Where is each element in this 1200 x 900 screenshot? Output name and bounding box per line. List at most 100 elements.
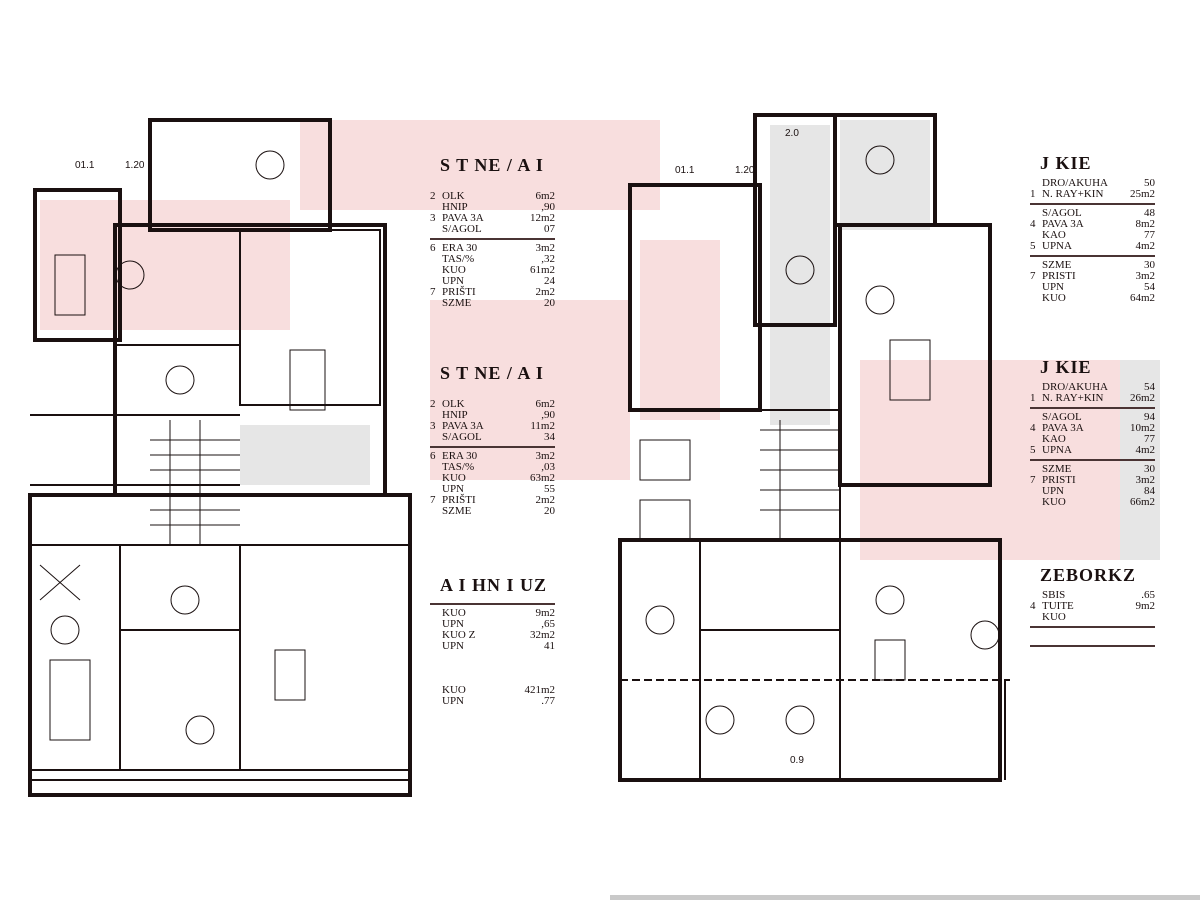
dimension-label: 01.1 [75,160,95,171]
room-name: PRISTI [1042,270,1076,282]
table-rule [1030,645,1155,647]
room-name: UPN [442,695,465,707]
room-area: ,03 [541,461,555,473]
table-title: J KIE [1040,357,1092,377]
table-title: S T NE / A I [440,155,544,175]
room-number: 5 [1030,444,1036,456]
dimension-label: 01.1 [675,165,695,176]
table-rule [430,238,555,240]
dimension-label: 0.9 [790,755,804,766]
room-area: 54 [1144,281,1155,293]
room-area: ,90 [541,201,555,213]
table-row: TAS/%,32 [430,254,555,265]
room-area: 77 [1144,433,1155,445]
room-name: KUO [442,607,466,619]
room-area: 11m2 [530,420,555,432]
room-area: 54 [1144,381,1155,393]
table-row: KUO [1030,612,1155,623]
room-name: UPN [1042,281,1065,293]
room-area: 12m2 [529,212,555,224]
room-name: PRISTI [1042,474,1076,486]
room-area: 2m2 [535,494,555,506]
room-number: 4 [1030,600,1036,612]
table-row [1030,631,1155,642]
room-number: 6 [430,242,436,254]
room-name: DRO/AKUHA [1042,177,1108,189]
table-title: S T NE / A I [440,363,544,383]
room-name: UPNA [1042,444,1072,456]
room-area: .77 [541,695,555,707]
room-name: OLK [442,190,465,202]
room-name: S/AGOL [1042,411,1082,423]
room-number: 7 [1030,270,1036,282]
room-name: UPN [1042,485,1065,497]
table-row: UPN 54 [1030,282,1155,293]
room-name: KAO [1042,229,1066,241]
room-name: TUITE [1042,600,1074,612]
room-area: 20 [544,297,555,309]
room-area: 24 [544,275,555,287]
table-row: TAS/%,03 [430,462,555,473]
room-name: KUO [1042,496,1066,508]
room-area: 10m2 [1129,422,1155,434]
room-name: PAVA 3A [1042,218,1084,230]
table-row: SBIS.65 [1030,590,1155,601]
room-name: UPN [442,483,465,495]
room-name: KUO [442,472,466,484]
room-name: PAVA 3A [1042,422,1084,434]
room-area: 421m2 [524,684,555,696]
room-name: PAVA 3A [442,420,484,432]
room-name: SZME [1042,463,1072,475]
room-area: 4m2 [1135,444,1155,456]
table-rule [1030,203,1155,205]
table-rule [1030,407,1155,409]
room-name: UPN [442,275,465,287]
room-number: 1 [1030,392,1036,404]
bottom-scrollbar [610,895,1200,900]
room-name: DRO/AKUHA [1042,381,1108,393]
room-number: 6 [430,450,436,462]
room-area: 41 [544,640,555,652]
right-floor-plan [618,113,1010,782]
room-number: 1 [1030,188,1036,200]
table-row: HNIP,90 [430,410,555,421]
room-name: PRIŠTI [442,494,476,506]
room-number: 2 [430,398,436,410]
room-area: 3m2 [1135,270,1155,282]
room-area: .65 [1141,589,1155,601]
room-area: 6m2 [535,398,555,410]
room-number: 5 [1030,240,1036,252]
room-number: 7 [430,286,436,298]
table-rule [1030,255,1155,257]
room-area: 32m2 [529,629,555,641]
room-name: HNIP [442,409,468,421]
room-name: S/AGOL [442,431,482,443]
table-row: DRO/AKUHA 54 [1030,382,1155,393]
table-row [430,652,555,663]
